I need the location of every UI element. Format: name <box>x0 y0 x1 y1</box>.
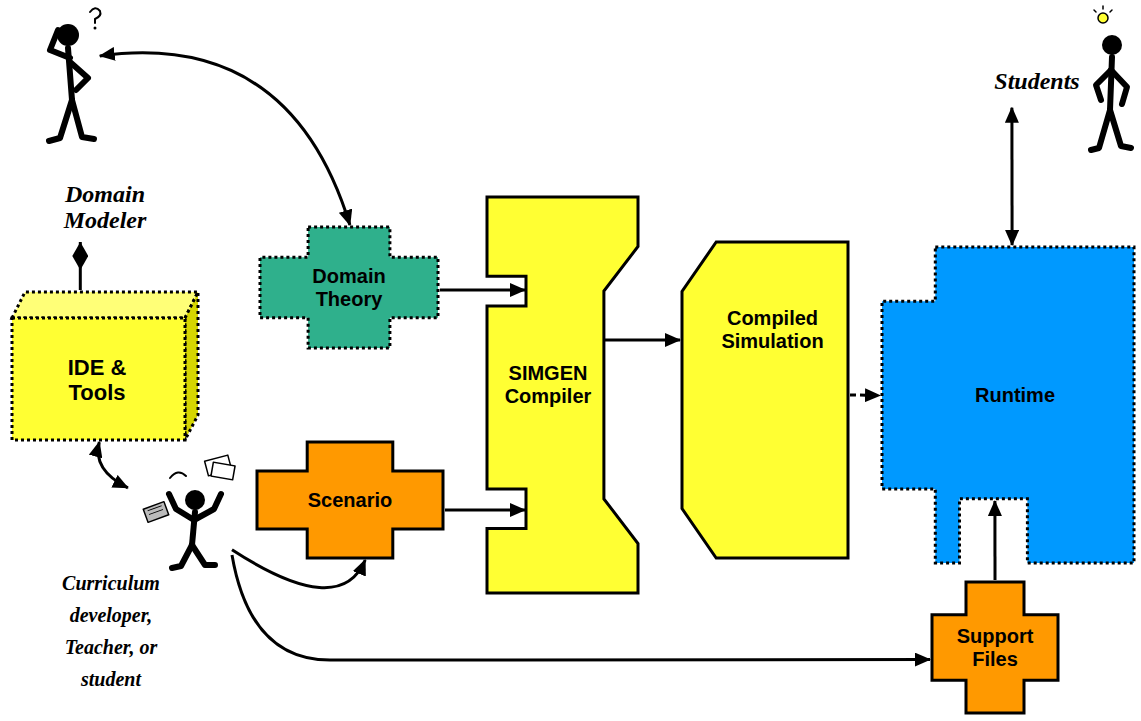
simulation-shape: Compiled Simulation <box>680 240 850 560</box>
compiler-shape: SIMGEN Compiler <box>485 195 640 595</box>
flow-arrow <box>440 289 525 292</box>
developer-figure <box>143 455 235 568</box>
student-figure <box>1091 6 1131 150</box>
actor-label: Curriculum developer, Teacher, or studen… <box>50 567 172 695</box>
actor-node: Curriculum developer, Teacher, or studen… <box>50 455 240 718</box>
simulation-shape-outline <box>680 240 850 560</box>
scenario-box: Scenario <box>255 440 445 560</box>
box-label: Support Files <box>947 614 1043 681</box>
modeler-figure <box>49 8 100 141</box>
actor-label: Students <box>985 68 1089 94</box>
actor-node: Students <box>985 10 1138 165</box>
flow-arrow <box>79 242 82 290</box>
box-label: Compiled Simulation <box>700 295 845 365</box>
box-label: Domain Theory <box>298 256 400 319</box>
support-files-box: Support Files <box>930 580 1060 715</box>
box-label: Scenario <box>265 470 435 530</box>
box-label: Runtime <box>950 370 1080 420</box>
domain-theory-box: Domain Theory <box>258 225 440 350</box>
dashed-arrow <box>850 393 880 397</box>
flow-arrow <box>445 509 525 512</box>
actor-label: Domain Modeler <box>45 181 165 234</box>
tools-box: IDE & Tools <box>10 290 200 442</box>
box-label: IDE & Tools <box>42 322 152 438</box>
flow-arrow <box>98 442 128 488</box>
flow-arrow <box>1010 108 1013 245</box>
actor-node: Domain Modeler <box>40 15 170 242</box>
box-label: SIMGEN Compiler <box>493 335 603 435</box>
runtime-shape: Runtime <box>880 245 1136 565</box>
flow-arrow <box>605 339 680 342</box>
flow-arrow <box>993 501 996 580</box>
